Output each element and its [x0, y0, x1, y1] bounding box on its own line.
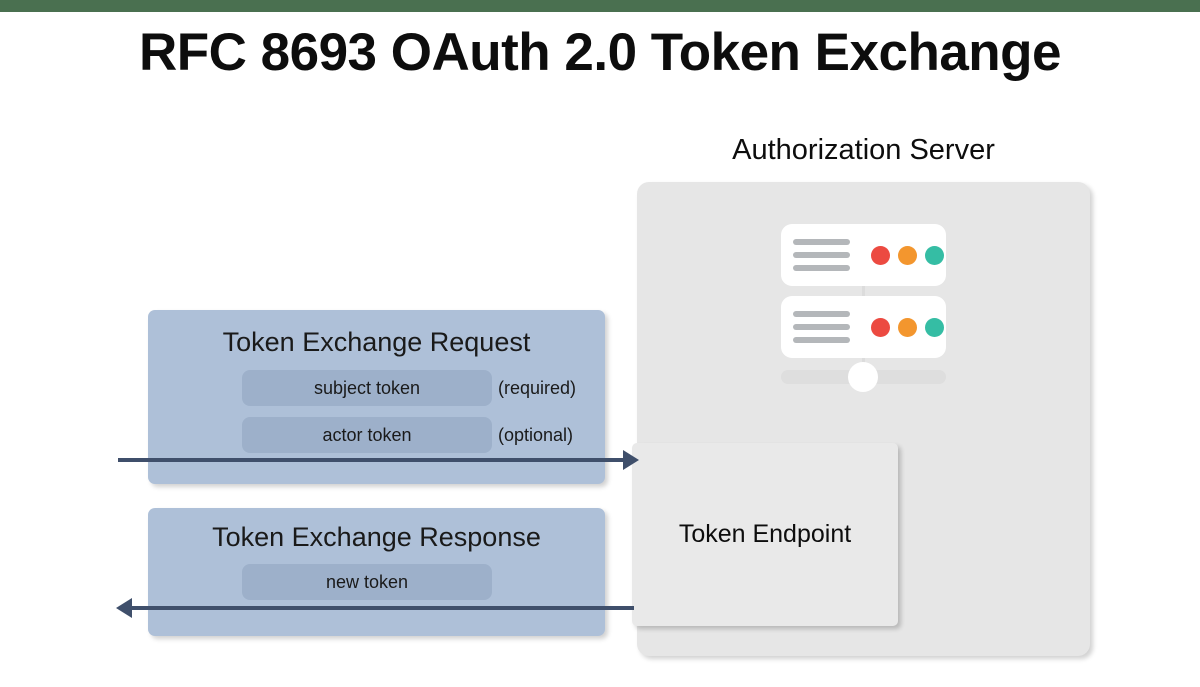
status-dot-orange-icon — [898, 245, 917, 265]
token-exchange-response-box: Token Exchange Response new token — [148, 508, 605, 636]
request-title: Token Exchange Request — [222, 327, 531, 357]
top-accent-bar — [0, 0, 1200, 12]
response-arrow-line — [126, 606, 634, 610]
server-card-lines — [793, 311, 850, 343]
status-dot-orange-icon — [898, 317, 917, 337]
status-dot-teal-icon — [925, 317, 944, 337]
server-line — [793, 324, 850, 330]
request-arrow-head-icon — [623, 450, 639, 470]
server-line — [793, 337, 850, 343]
server-status-dots — [871, 317, 944, 337]
server-card-lines — [793, 239, 850, 271]
request-field-actor-token-note: (optional) — [498, 424, 574, 445]
request-field-actor-token: actor token — [242, 417, 492, 453]
server-line — [793, 311, 850, 317]
token-endpoint-label: Token Endpoint — [678, 520, 852, 548]
server-card — [781, 224, 946, 286]
server-line — [793, 265, 850, 271]
server-card — [781, 296, 946, 358]
page-title: RFC 8693 OAuth 2.0 Token Exchange — [138, 23, 1062, 82]
server-line — [793, 252, 850, 258]
status-dot-teal-icon — [925, 245, 944, 265]
status-dot-red-icon — [871, 245, 890, 265]
request-arrow-line — [118, 458, 630, 462]
response-arrow-head-icon — [116, 598, 132, 618]
server-line — [793, 239, 850, 245]
request-field-subject-token: subject token — [242, 370, 492, 406]
server-slider-knob — [848, 362, 878, 392]
response-title: Token Exchange Response — [212, 522, 541, 552]
token-exchange-request-box: Token Exchange Request subject token (re… — [148, 310, 605, 484]
token-endpoint-box: Token Endpoint — [632, 443, 898, 626]
server-status-dots — [871, 245, 944, 265]
request-field-subject-token-note: (required) — [498, 377, 577, 398]
server-connector — [862, 286, 865, 298]
status-dot-red-icon — [871, 317, 890, 337]
response-field-new-token: new token — [242, 564, 492, 600]
authorization-server-label: Authorization Server — [732, 134, 995, 166]
